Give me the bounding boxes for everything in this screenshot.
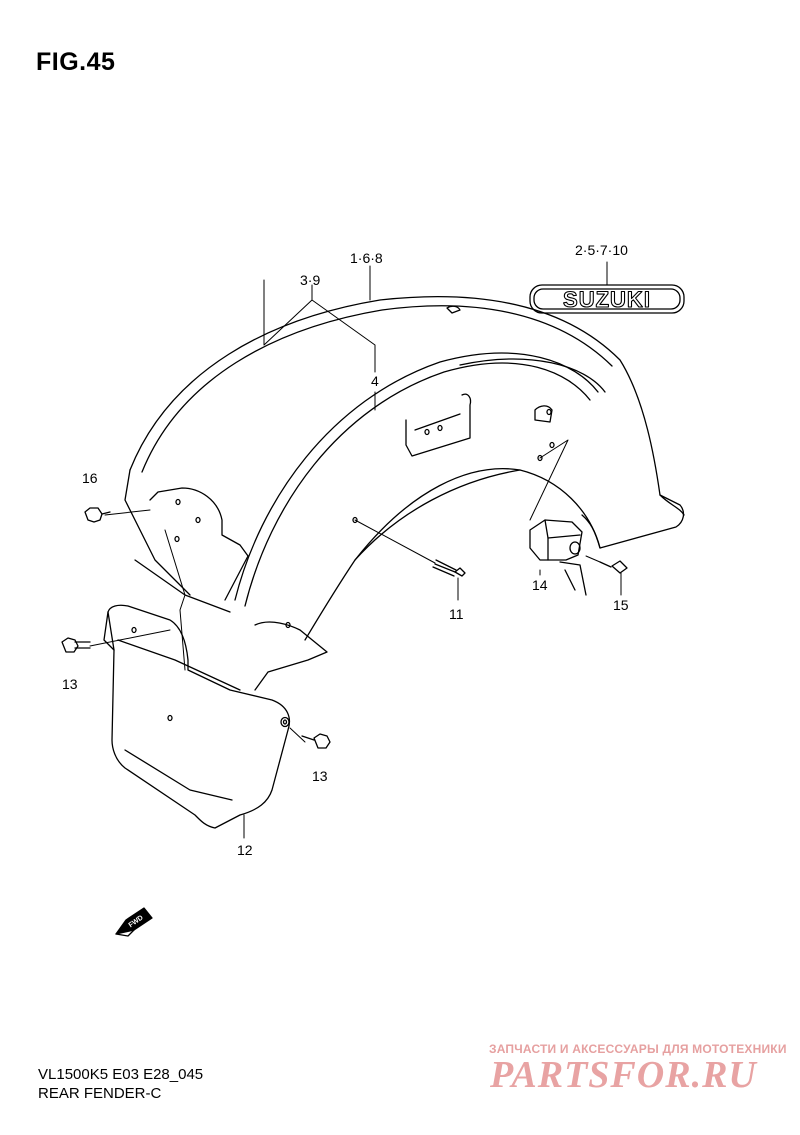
footer-model-code: VL1500K5 E03 E28_045: [38, 1066, 204, 1083]
leader-lines: [89, 261, 622, 839]
callout-13-right: 13: [312, 768, 328, 784]
screw-11-icon: [432, 559, 466, 577]
callout-1-6-8: 1·6·8: [350, 250, 383, 266]
reflector-bracket: [529, 519, 587, 596]
screw-15-icon: [599, 560, 628, 574]
callout-16: 16: [82, 470, 98, 486]
suzuki-emblem-text: SUZUKI: [563, 287, 651, 312]
watermark-tagline: ЗАПЧАСТИ И АКСЕССУАРЫ ДЛЯ МОТОТЕХНИКИ: [489, 1042, 787, 1056]
fwd-arrow-icon: FWD: [115, 907, 153, 937]
callout-14: 14: [532, 577, 548, 593]
callout-15: 15: [613, 597, 629, 613]
footer-section-title: REAR FENDER-C: [38, 1085, 162, 1102]
bolt-13-right-icon: [301, 733, 331, 749]
callout-4: 4: [371, 373, 379, 389]
figure-title: FIG.45: [36, 48, 116, 76]
callout-3-9: 3·9: [300, 272, 321, 288]
watermark-logo: PARTSFOR.RU: [489, 1054, 758, 1093]
bolt-13-left-icon: [61, 637, 91, 653]
push-rivet-16-icon: [84, 507, 111, 523]
watermark-brand: PARTSFOR.RU: [489, 1054, 758, 1093]
callout-2-5-7-10: 2·5·7·10: [575, 242, 628, 258]
callout-11: 11: [449, 606, 464, 622]
lower-fender-panel: [103, 604, 291, 829]
suzuki-emblem: SUZUKI: [529, 284, 685, 314]
rear-fender: [124, 296, 685, 691]
callout-13-left: 13: [62, 676, 78, 692]
callout-12: 12: [237, 842, 253, 858]
